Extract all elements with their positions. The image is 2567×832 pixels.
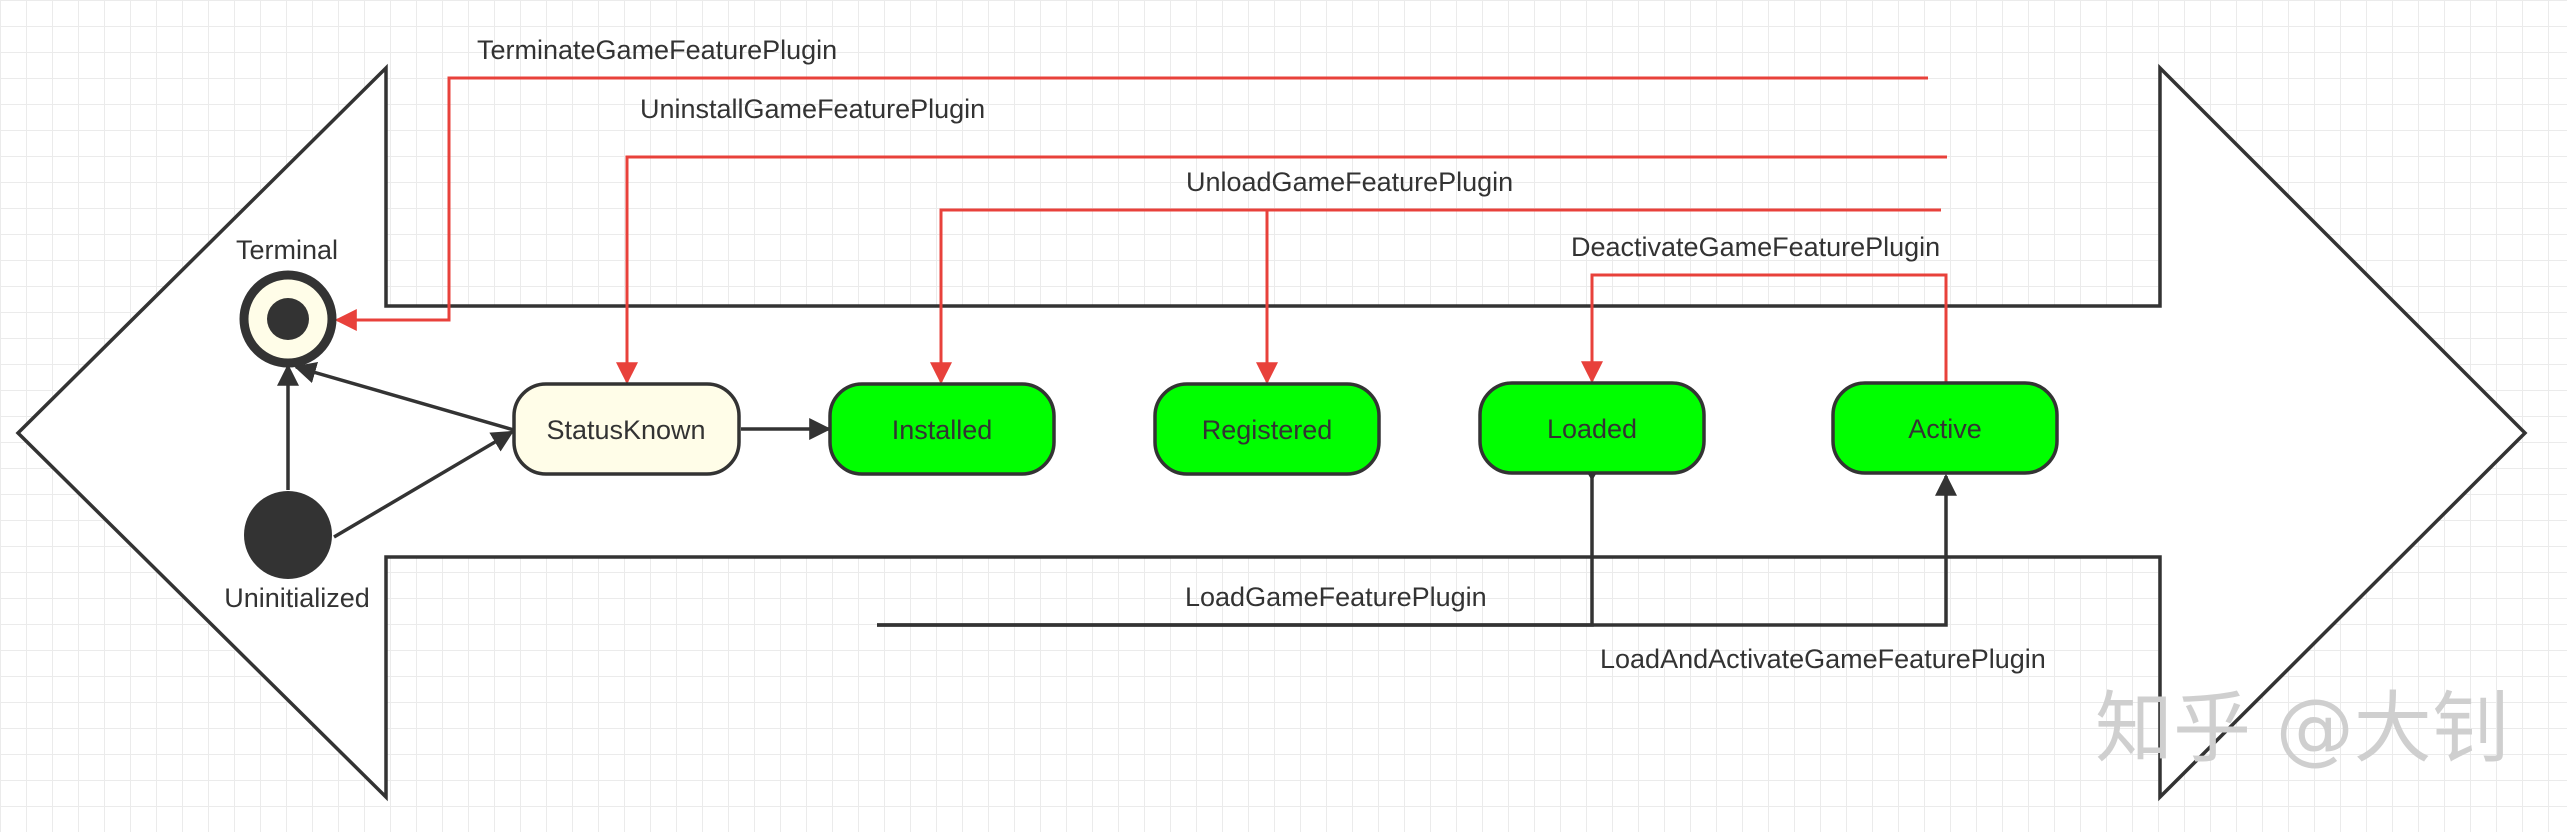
- deactivate-transition-arrow: [1581, 273, 1948, 384]
- uninitialized-to-statusknown-arrow: [333, 430, 514, 539]
- unload-label: UnloadGameFeaturePlugin: [1186, 167, 1513, 197]
- statusknown-label: StatusKnown: [546, 415, 705, 445]
- load-label: LoadGameFeaturePlugin: [1185, 582, 1487, 612]
- deactivate-label: DeactivateGameFeaturePlugin: [1571, 232, 1940, 262]
- loaded-label: Loaded: [1547, 414, 1637, 444]
- statusknown-to-terminal-arrow: [293, 361, 515, 432]
- uninstall-transition-arrow: [616, 155, 1947, 385]
- active-state: [1831, 381, 2059, 475]
- statusknown-state: [512, 382, 741, 476]
- registered-state: [1153, 382, 1381, 476]
- uninstall-label: UninstallGameFeaturePlugin: [640, 94, 985, 124]
- terminal-label: Terminal: [236, 235, 338, 265]
- uninitialized-state: [244, 491, 332, 579]
- load-and-activate-label: LoadAndActivateGameFeaturePlugin: [1600, 644, 2046, 674]
- load-and-activate-transition-arrow: [877, 473, 1957, 627]
- watermark: 知乎 @大钊: [2095, 684, 2510, 774]
- registered-label: Registered: [1202, 415, 1333, 445]
- installed-label: Installed: [892, 415, 993, 445]
- unload-transition-arrow: [930, 208, 1941, 385]
- terminate-label: TerminateGameFeaturePlugin: [477, 35, 837, 65]
- terminal-state: [239, 270, 337, 368]
- terminate-transition-arrow: [334, 76, 1928, 331]
- active-label: Active: [1908, 414, 1982, 444]
- loaded-state: [1478, 381, 1706, 475]
- installed-state: [828, 382, 1056, 476]
- uninitialized-label: Uninitialized: [224, 583, 370, 613]
